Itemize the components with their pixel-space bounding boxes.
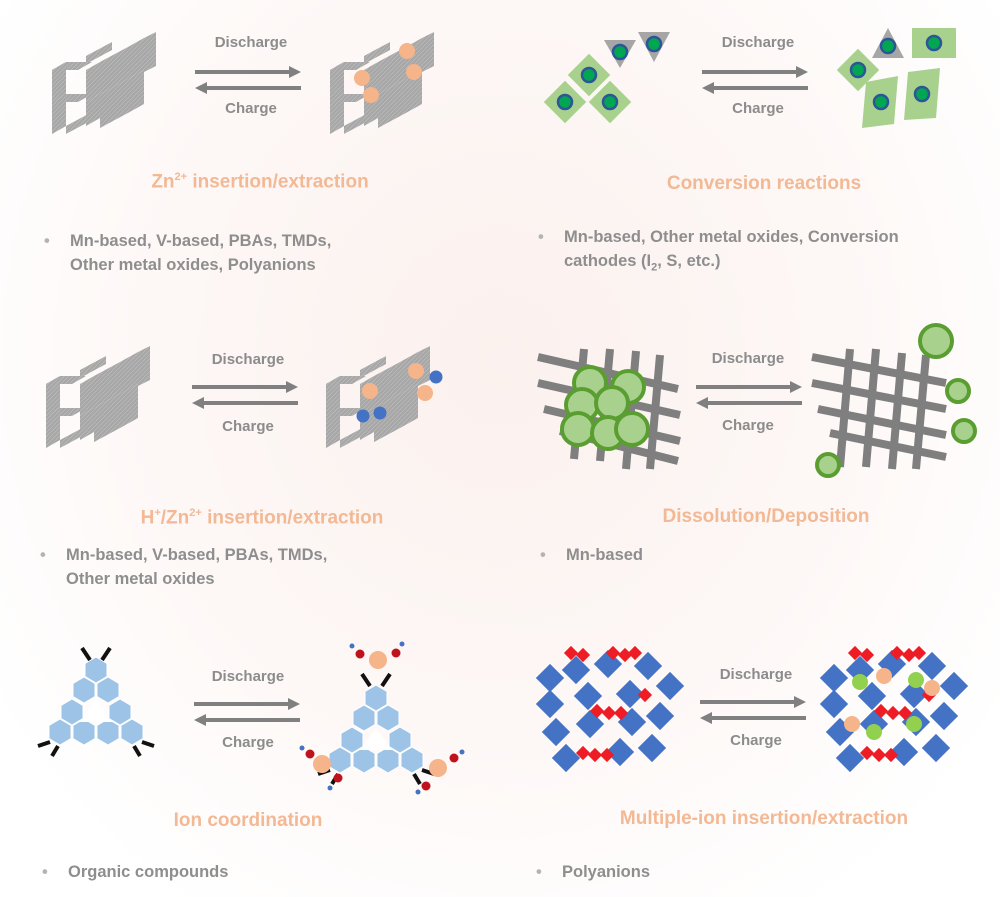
discharge-label: Discharge [711,350,785,367]
discharge-label: Discharge [214,34,288,51]
panel-multiple-ion: Discharge Charge Multiple-ion insertion/… [500,598,1000,897]
reactant-cluster [543,32,670,124]
discharge-label: Discharge [211,351,285,368]
multiple-ion-diagram [535,645,969,773]
zn-ion [362,383,378,399]
zn-ion [417,385,433,401]
zn-ion [406,64,422,80]
reversible-arrows [190,379,300,411]
panel-conversion: Discharge Charge Conversion reactions • … [500,0,1000,299]
reversible-arrows [694,379,804,411]
charge-label: Charge [225,100,277,117]
h-zn-insertion-diagram [46,346,443,448]
host-framework-before [52,32,156,134]
reversible-arrows [700,64,810,96]
host-framework-before [46,346,150,448]
substrate-grid-after [811,348,947,470]
charge-label: Charge [730,732,782,749]
material-list: • Mn-based [540,546,644,564]
zn-ion [363,87,379,103]
proton [429,370,443,384]
zn-ion [399,43,415,59]
reversible-arrows [193,64,303,96]
deposited-particles [560,365,650,451]
polyanion-framework-before [535,645,685,773]
zn-ion [408,363,424,379]
panel-h-zn-insertion: Discharge Charge H+/Zn2+ insertion/extra… [0,299,500,598]
multiple-ions [844,668,940,740]
organic-molecule-before [37,646,155,758]
panel-dissolution: Discharge Charge Dissolution/Deposition … [500,299,1000,598]
panel-title: Conversion reactions [666,173,862,194]
discharge-label: Discharge [721,34,795,51]
zn-insertion-diagram [52,32,434,134]
panel-title: Dissolution/Deposition [662,506,870,527]
proton [356,409,370,423]
dissolution-diagram [537,323,977,478]
organic-molecule-after [317,672,435,786]
reversible-arrows [192,696,302,728]
panel-ion-coordination: Discharge Charge Ion coordination • Orga… [0,598,500,897]
host-framework-after [326,346,430,448]
reversible-arrows [698,694,808,726]
material-list: • Mn-based, V-based, PBAs, TMDs, Other m… [44,232,332,274]
discharge-label: Discharge [211,668,285,685]
material-list: • Organic compounds [42,863,229,881]
proton [373,406,387,420]
zn-ion [354,70,370,86]
panel-title: Ion coordination [173,810,323,831]
panel-title: Multiple-ion insertion/extraction [619,808,909,829]
polyanion-framework-after [819,645,969,773]
discharge-label: Discharge [719,666,793,683]
host-framework-after [330,32,434,134]
charge-label: Charge [732,100,784,117]
material-list: • Mn-based, V-based, PBAs, TMDs, Other m… [40,546,328,588]
charge-label: Charge [722,417,774,434]
charge-label: Charge [222,418,274,435]
conversion-diagram [543,28,956,128]
material-list: • Polyanions [536,863,651,881]
coordinated-ions [299,641,465,795]
ion-coordination-diagram [37,641,465,795]
dissolved-particles [815,323,977,478]
charge-label: Charge [222,734,274,751]
panel-zn-insertion: Discharge Charge Zn2+ insertion/extracti… [0,0,500,299]
material-list: • Mn-based, Other metal oxides, Conversi… [538,228,899,274]
panel-title: Zn2+ insertion/extraction [151,171,369,193]
product-cluster [836,28,956,128]
panel-title: H+/Zn2+ insertion/extraction [140,507,384,529]
